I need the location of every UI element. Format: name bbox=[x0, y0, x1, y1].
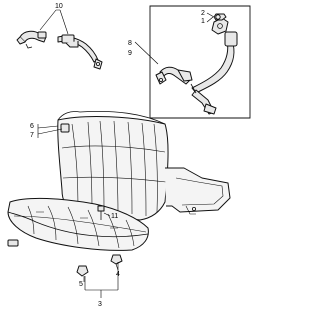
seat-back-frame bbox=[165, 167, 231, 215]
callout-7: 7 bbox=[30, 132, 34, 139]
callout-labels: 10 1 2 8 9 6 7 11 4 5 3 bbox=[30, 3, 205, 308]
callout-10: 10 bbox=[55, 3, 63, 10]
callout-3: 3 bbox=[98, 301, 102, 308]
callout-4: 4 bbox=[116, 271, 120, 278]
callout-9: 9 bbox=[128, 50, 132, 57]
clip-part-4 bbox=[110, 254, 123, 265]
seat-parts-diagram: 10 1 2 8 9 6 7 11 4 5 3 bbox=[7, 3, 251, 308]
clip-part-5 bbox=[76, 265, 89, 277]
seat-back-cushion bbox=[57, 110, 169, 221]
nut-part-2 bbox=[215, 14, 221, 20]
callout-11: 11 bbox=[111, 213, 118, 220]
seat-cushion bbox=[7, 197, 149, 251]
leader-lines bbox=[37, 9, 215, 298]
seat-belt-assembly-box bbox=[149, 5, 251, 119]
callout-2: 2 bbox=[201, 10, 205, 17]
callout-6: 6 bbox=[30, 123, 34, 130]
callout-5: 5 bbox=[79, 281, 83, 288]
rear-seat-belt-part-10 bbox=[16, 30, 103, 70]
callout-8: 8 bbox=[128, 40, 132, 47]
callout-1: 1 bbox=[201, 18, 205, 25]
bolt-part-11 bbox=[97, 205, 105, 220]
